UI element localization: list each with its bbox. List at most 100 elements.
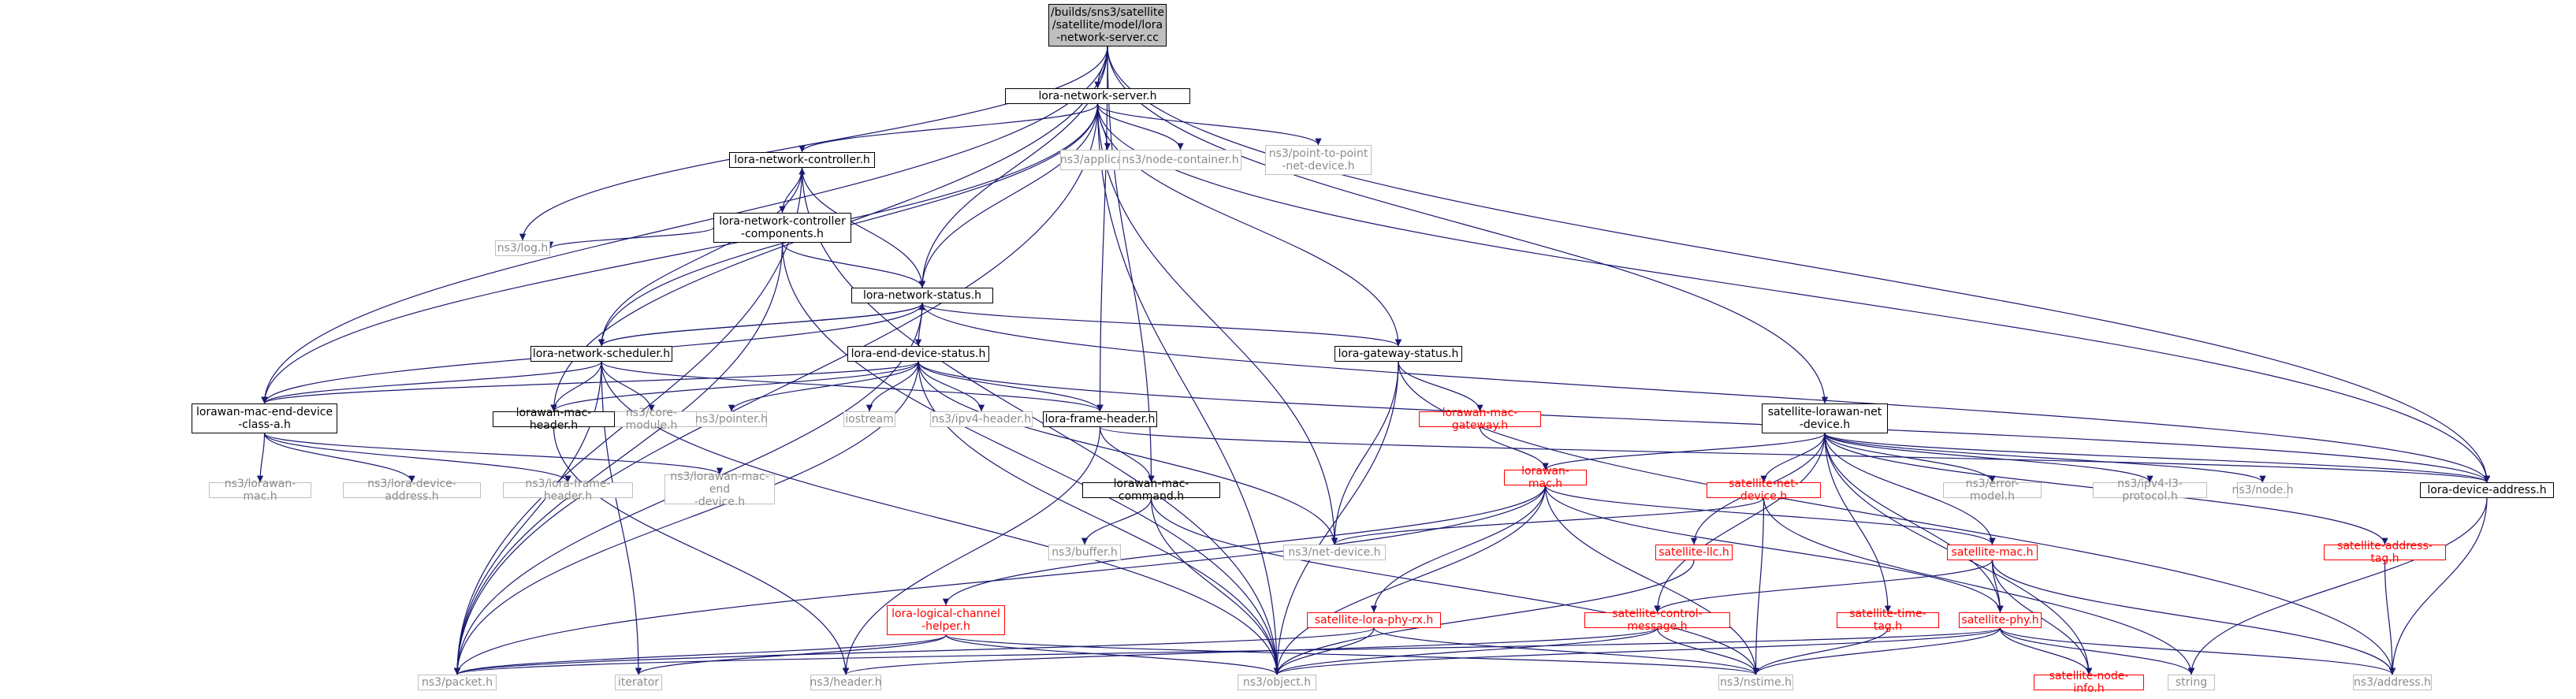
node-root-source-file[interactable]: /builds/sns3/satellite /satellite/model/…: [1048, 4, 1167, 46]
node-ns3-buffer-h: ns3/buffer.h: [1048, 545, 1121, 560]
edge-lmac-to-llch: [942, 485, 1547, 606]
node-ns3-error-model-h: ns3/error-model.h: [1943, 478, 2042, 503]
edge-smac-to-scm: [1654, 560, 1993, 613]
node-satellite-address-tag-h: satellite-address-tag.h: [2324, 540, 2446, 565]
node-lora-frame-header-h[interactable]: lora-frame-header.h: [1043, 411, 1157, 427]
node-satellite-mac-h: satellite-mac.h: [1947, 545, 2038, 560]
edge-sphy-to-obj: [1274, 627, 2001, 675]
edge-slnd-to-errm: [1824, 433, 1996, 483]
edge-snd-to-netdev: [1331, 497, 1765, 545]
edge-leds-to-lmed: [261, 361, 919, 404]
node-satellite-lora-phy-rx-h: satellite-lora-phy-rx.h: [1307, 612, 1441, 628]
edge-lgs-to-obj: [1273, 361, 1399, 675]
edge-lmc-to-obj: [1150, 497, 1281, 675]
edge-sphy-to-nst: [1752, 627, 2001, 675]
node-ns3-ipv4-l3-protocol-h: ns3/ipv4-l3-protocol.h: [2093, 478, 2207, 503]
edge-lmed-to-nlm: [256, 433, 266, 483]
edge-lmac-to-smac: [1544, 485, 1996, 545]
node-lorawan-mac-header-h[interactable]: lorawan-mac-header.h: [493, 407, 615, 432]
node-lora-network-server-h[interactable]: lora-network-server.h: [1005, 88, 1190, 104]
node-lora-network-controller-h[interactable]: lora-network-controller.h: [729, 152, 875, 168]
node-lorawan-mac-end-device-class-a-h[interactable]: lorawan-mac-end-device -class-a.h: [192, 403, 337, 433]
edge-lnsch-to-lmh: [550, 361, 602, 412]
edge-scm-to-obj: [1273, 627, 1658, 675]
edge-lncc-to-obj: [781, 242, 1281, 675]
edge-lmh-to-hdr: [553, 426, 850, 675]
edge-lda-to-str: [2187, 497, 2488, 675]
dependency-edges: [256, 46, 2491, 675]
edge-lfh-to-hdr: [842, 426, 1101, 675]
node-ns3-nstime-h: ns3/nstime.h: [1718, 675, 1793, 690]
node-ns3-pointer-h: ns3/pointer.h: [695, 411, 768, 427]
edge-lncc-to-log: [546, 227, 714, 249]
edge-leds-to-netdev: [918, 361, 1338, 545]
edge-root-to-lmed: [261, 46, 1108, 404]
node-iostream: iostream: [843, 411, 895, 427]
node-lorawan-mac-command-h[interactable]: lorawan-mac-command.h: [1082, 478, 1220, 503]
edge-lns-to-lnc: [798, 103, 1099, 153]
edge-sphy-to-pkt: [454, 627, 2001, 675]
node-satellite-node-info-h: satellite-node-info.h: [2034, 670, 2144, 695]
node-ns3-net-device-h: ns3/net-device.h: [1283, 545, 1386, 560]
edge-stt-to-nst: [1752, 627, 1889, 675]
edge-slnd-to-sphy: [1824, 433, 2004, 613]
node-satellite-llc-h: satellite-llc.h: [1655, 545, 1733, 560]
node-ns3-ipv4-header-h: ns3/ipv4-header.h: [930, 411, 1033, 427]
edge-sphy-to-str: [1999, 627, 2195, 675]
edge-lnst-to-lgs: [921, 303, 1402, 347]
edge-lnsch-to-lnst: [601, 303, 926, 347]
edge-leds-to-lmh: [550, 361, 919, 412]
edge-lnsch-to-lfh: [601, 361, 1104, 412]
edge-lnsch-to-core: [601, 361, 655, 412]
edge-lns-to-netdev: [1096, 103, 1338, 545]
edge-lmac-to-nst: [1544, 485, 1759, 675]
node-lora-end-device-status-h[interactable]: lora-end-device-status.h: [847, 346, 989, 362]
node-lorawan-mac-h: lorawan-mac.h: [1504, 465, 1587, 490]
node-lora-logical-channel-helper-h: lora-logical-channel -helper.h: [887, 605, 1005, 635]
edge-slpr-to-nst: [1373, 627, 1759, 675]
edge-lmac-to-obj: [1273, 485, 1547, 675]
edge-smac-to-addr: [1991, 560, 2396, 675]
node-ns3-node-container-h: ns3/node-container.h: [1119, 150, 1241, 170]
node-lora-network-status-h[interactable]: lora-network-status.h: [851, 288, 993, 303]
edge-slpr-to-obj: [1273, 627, 1375, 675]
node-ns3-packet-h: ns3/packet.h: [418, 675, 497, 690]
edge-lfh-to-lmc: [1099, 426, 1155, 483]
edge-snd-to-nst: [1752, 497, 1765, 675]
edge-root-to-lnst: [918, 46, 1108, 288]
node-ns3-point-to-point-net-device-h: ns3/point-to-point -net-device.h: [1265, 145, 1372, 175]
edge-lmed-to-nlmed: [263, 433, 723, 475]
node-ns3-log-h: ns3/log.h: [495, 240, 550, 256]
edge-lgs-to-netdev: [1331, 361, 1399, 545]
edge-root-to-slnd: [1107, 46, 1829, 404]
node-lora-device-address-h[interactable]: lora-device-address.h: [2420, 482, 2554, 498]
edge-lns-to-pkt: [453, 103, 1099, 675]
edge-slnd-to-smac: [1824, 433, 1996, 545]
edge-leds-to-ipv4h: [918, 361, 985, 412]
edge-root-to-lfh: [1096, 46, 1108, 412]
node-ns3-object-h: ns3/object.h: [1238, 675, 1316, 690]
edge-lns-to-p2p: [1096, 103, 1322, 146]
edge-slpr-to-pkt: [454, 627, 1375, 675]
edge-lncc-to-pkt: [453, 242, 784, 675]
node-string: string: [2168, 675, 2215, 690]
node-lora-network-scheduler-h[interactable]: lora-network-scheduler.h: [530, 346, 672, 362]
node-lora-gateway-status-h[interactable]: lora-gateway-status.h: [1335, 346, 1462, 362]
edge-lda-to-addr: [2388, 497, 2488, 675]
edge-leds-to-lda: [918, 361, 2490, 483]
edge-lns-to-lnst: [918, 103, 1099, 288]
node-satellite-control-message-h: satellite-control-message.h: [1584, 608, 1730, 633]
node-lora-network-controller-components-h[interactable]: lora-network-controller -components.h: [713, 213, 851, 243]
edge-lmc-to-buf: [1081, 497, 1152, 545]
node-ns3-lora-frame-header-h: ns3/lora-frame-header.h: [503, 478, 633, 503]
edge-slnd-to-node: [1824, 433, 2266, 483]
node-lorawan-mac-gateway-h: lorawan-mac-gateway.h: [1419, 407, 1541, 432]
edge-lmac-to-pkt: [453, 485, 1547, 675]
node-satellite-lorawan-net-device-h[interactable]: satellite-lorawan-net -device.h: [1762, 403, 1888, 433]
edge-lmc-to-nst: [1150, 497, 1759, 675]
edge-lncc-to-lnst: [781, 242, 926, 288]
edge-leds-to-ios: [865, 361, 919, 412]
node-satellite-net-device-h: satellite-net-device.h: [1707, 478, 1821, 503]
edge-slnd-to-ipv4l3: [1824, 433, 2153, 483]
